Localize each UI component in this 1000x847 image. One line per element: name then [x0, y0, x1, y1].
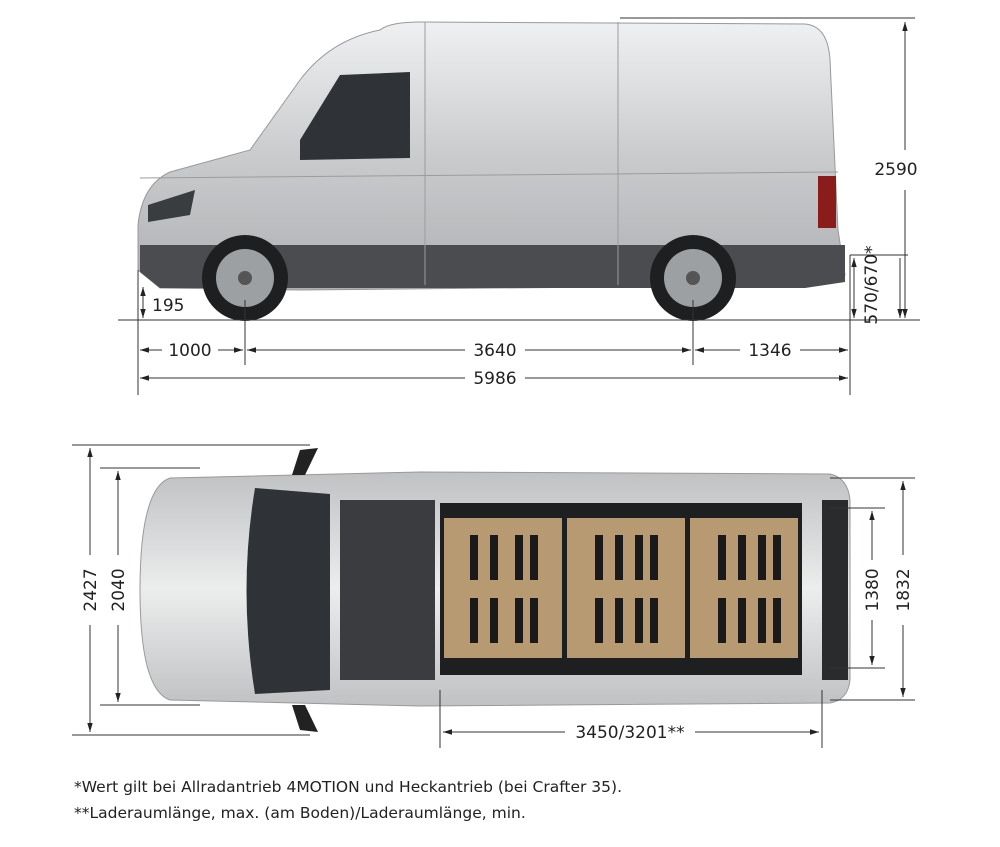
side-dimensions: 2590 195 570/670* 1000 3640 1346 5986 — [118, 17, 920, 395]
width-body-label: 2040 — [109, 568, 129, 611]
front-wheel — [202, 235, 288, 321]
pallet-slots — [470, 535, 781, 643]
van-top-view — [139, 448, 851, 732]
pallet — [444, 518, 562, 658]
wheelbase-label: 3640 — [473, 341, 516, 361]
rear-doors — [822, 500, 848, 680]
rear-overhang-label: 1346 — [748, 341, 791, 361]
tail-light — [818, 176, 836, 228]
cab-seats — [340, 500, 435, 680]
cargo-length-label: 3450/3201** — [575, 723, 684, 743]
width-with-mirrors-label: 2427 — [81, 568, 101, 611]
rear-wheel — [650, 235, 736, 321]
front-overhang-label: 1000 — [168, 341, 211, 361]
cargo-width-label: 1832 — [894, 568, 914, 611]
right-mirror — [292, 705, 318, 732]
top-dimensions: 2427 2040 1832 1380 3450/3201** — [72, 444, 915, 748]
van-side-view — [137, 21, 846, 321]
footnote-2: **Laderaumlänge, max. (am Boden)/Laderau… — [74, 804, 526, 822]
ground-clearance-label: 195 — [152, 296, 184, 316]
pallet — [567, 518, 685, 658]
load-sill-height-label: 570/670* — [862, 245, 882, 324]
footnote-1: *Wert gilt bei Allradantrieb 4MOTION und… — [74, 778, 623, 796]
height-total-label: 2590 — [874, 160, 917, 180]
left-mirror — [292, 448, 318, 475]
cargo-width-arches-label: 1380 — [863, 568, 883, 611]
length-total-label: 5986 — [473, 369, 516, 389]
headlight — [148, 190, 195, 222]
windshield — [246, 488, 330, 694]
